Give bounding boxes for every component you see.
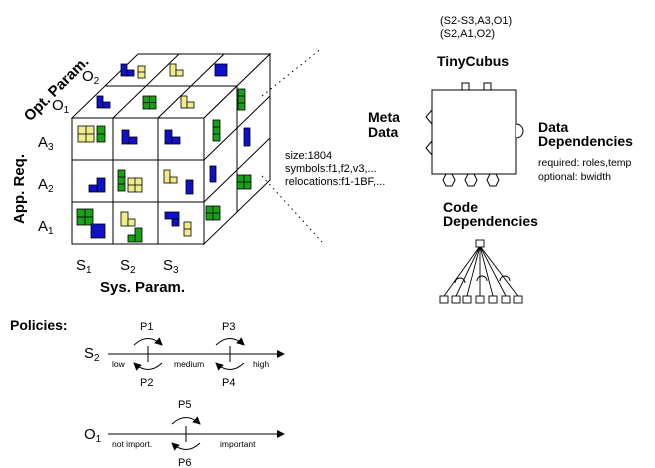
p2-arrow xyxy=(133,362,163,371)
p1-label: P1 xyxy=(140,321,153,333)
icon-green-block xyxy=(212,119,221,142)
code-dep-label-1: Code xyxy=(443,199,478,215)
config-tuple-1: (S2-S3,A3,O1) xyxy=(440,15,512,27)
icon-blue-block xyxy=(209,165,217,183)
p4-arrow xyxy=(215,362,245,371)
icon-green-square xyxy=(142,95,157,110)
data-dependency-port xyxy=(515,123,524,139)
required-deps: required: roles,temp xyxy=(538,157,632,169)
hex-port-3 xyxy=(486,173,500,187)
meta-data-label-1: Meta xyxy=(368,109,400,125)
icon-blue-block xyxy=(243,127,251,147)
config-tuple-2: (S2,A1,O2) xyxy=(440,28,495,40)
meta-data-label-2: Data xyxy=(368,124,399,140)
p3-label: P3 xyxy=(222,321,235,333)
icon-blue-tetromino xyxy=(88,177,106,193)
sys-param-title: Sys. Param. xyxy=(100,279,185,296)
cube-cell-icons xyxy=(76,63,252,243)
o1-important: important xyxy=(220,439,256,449)
a1-label: A1 xyxy=(38,218,54,237)
optional-deps: optional: bwidth xyxy=(538,171,611,183)
app-req-title: App. Req. xyxy=(11,154,28,224)
s2-medium: medium xyxy=(174,359,204,369)
s2-low: low xyxy=(112,359,126,369)
code-dependency-tree xyxy=(439,239,523,304)
icon-yellow-block xyxy=(137,65,146,79)
icon-green-block xyxy=(237,88,246,111)
icon-blue-square xyxy=(214,63,228,77)
dotted-connector-bottom xyxy=(261,175,323,243)
icon-yellow-tetromino xyxy=(169,63,184,77)
p6-label: P6 xyxy=(178,457,191,468)
icon-green-square xyxy=(205,205,221,221)
icon-blue-square xyxy=(90,223,106,239)
code-dep-label-2: Dependencies xyxy=(443,213,538,229)
p6-arrow xyxy=(171,442,201,451)
hex-port-1 xyxy=(442,173,456,187)
meta-size: size:1804 xyxy=(285,150,332,162)
metadata-port-lower xyxy=(425,139,433,157)
data-dep-label-2: Dependencies xyxy=(538,133,633,149)
icon-blue-tetromino xyxy=(120,63,135,77)
icon-green-square xyxy=(76,208,94,226)
icon-yellow-square xyxy=(127,177,143,193)
s2-policy-label: S2 xyxy=(84,345,100,364)
a2-label: A2 xyxy=(38,176,54,195)
p5-arrow xyxy=(171,416,201,425)
o1-policy-label: O1 xyxy=(84,426,102,445)
meta-relocations: relocations:f1-1BF,... xyxy=(285,176,385,188)
icon-blue-tetromino xyxy=(164,211,180,227)
a3-label: A3 xyxy=(38,134,54,153)
meta-symbols: symbols:f1,f2,v3,... xyxy=(285,163,377,175)
dotted-connector-top xyxy=(261,47,323,97)
tinycubus-component xyxy=(425,82,524,187)
p3-arrow xyxy=(215,337,245,346)
s3-label: S3 xyxy=(163,257,179,276)
icon-blue-tetromino xyxy=(164,129,181,145)
data-dep-label-1: Data xyxy=(538,119,569,135)
component-port-top-right xyxy=(483,82,492,91)
metadata-port-upper xyxy=(425,108,433,126)
hex-port-2 xyxy=(464,173,478,187)
s2-label: S2 xyxy=(120,257,136,276)
icon-blue-block xyxy=(185,179,194,195)
icon-green-block xyxy=(96,125,106,143)
icon-green-block xyxy=(117,169,126,192)
policies-title: Policies: xyxy=(10,317,68,333)
tinycubus-title: TinyCubus xyxy=(437,53,509,69)
o1-not-important: not import. xyxy=(112,439,152,449)
icon-yellow-tetromino xyxy=(120,211,136,227)
p4-label: P4 xyxy=(222,377,235,389)
icon-blue-tetromino xyxy=(96,95,111,109)
icon-yellow-block xyxy=(183,221,192,237)
p1-arrow xyxy=(133,337,163,346)
icon-blue-tetromino xyxy=(121,129,138,145)
o1-label: O1 xyxy=(52,97,70,116)
icon-green-tetromino xyxy=(127,227,143,243)
component-box xyxy=(431,89,517,175)
s1-label: S1 xyxy=(76,257,92,276)
icon-yellow-square xyxy=(77,125,95,143)
icon-yellow-tetromino xyxy=(180,95,195,109)
p5-label: P5 xyxy=(178,399,191,411)
icon-yellow-tetromino xyxy=(163,169,178,184)
icon-green-square xyxy=(236,174,252,190)
o2-label: O2 xyxy=(82,68,100,87)
p2-label: P2 xyxy=(140,377,153,389)
s2-high: high xyxy=(253,359,269,369)
component-port-top-left xyxy=(461,82,470,91)
